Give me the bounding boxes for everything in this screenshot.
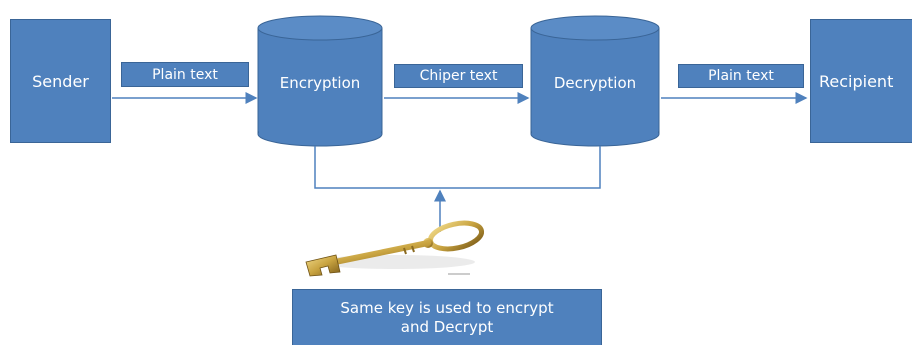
golden-skeleton-key-icon <box>305 220 485 277</box>
key-bracket <box>314 146 601 189</box>
recipient-node: Recipient <box>810 19 912 143</box>
recipient-label: Recipient <box>819 71 894 91</box>
encryption-cylinder <box>257 15 383 147</box>
key-caption-line2: and Decrypt <box>400 317 494 336</box>
cipher-text-label-text: Chiper text <box>419 68 498 84</box>
sender-node: Sender <box>10 19 111 143</box>
key-caption-line1: Same key is used to encrypt <box>340 298 554 317</box>
decryption-cylinder <box>530 15 660 147</box>
plain-text-label-right-text: Plain text <box>708 68 774 84</box>
plain-text-label-left: Plain text <box>121 62 249 87</box>
plain-text-label-left-text: Plain text <box>152 66 218 83</box>
cipher-text-label: Chiper text <box>394 64 523 88</box>
decryption-label: Decryption <box>553 74 637 92</box>
encryption-label: Encryption <box>279 74 361 92</box>
sender-label: Sender <box>32 71 89 91</box>
key-caption-box: Same key is used to encrypt and Decrypt <box>292 289 602 345</box>
plain-text-label-right: Plain text <box>678 64 804 88</box>
